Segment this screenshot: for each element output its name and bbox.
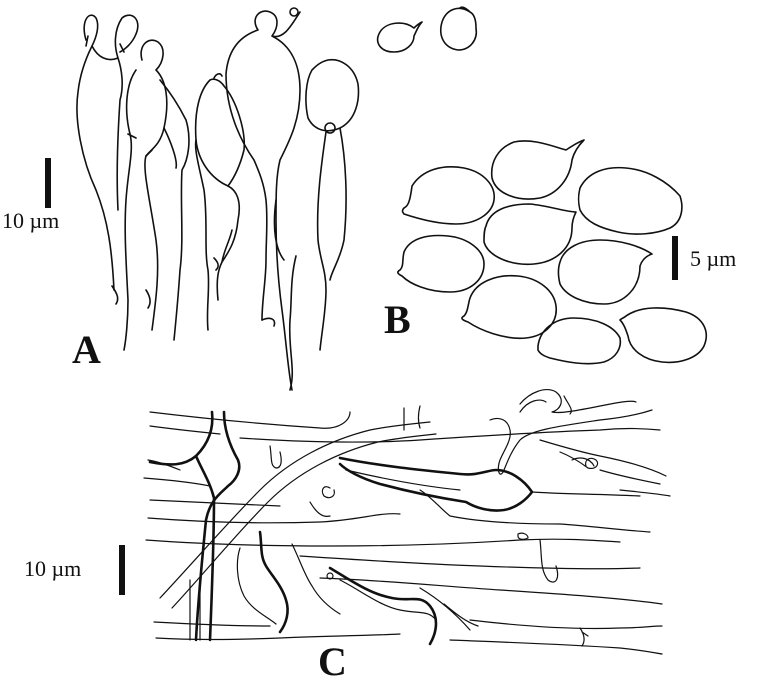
panel-a-scale-bar bbox=[45, 158, 51, 208]
panel-c-scale-label: 10 µm bbox=[24, 556, 82, 581]
hypha-vertical bbox=[148, 410, 214, 466]
spore-9 bbox=[619, 307, 708, 364]
panel-b-scale-bar bbox=[672, 236, 678, 280]
panel-c-drawing bbox=[143, 389, 671, 655]
spore-1 bbox=[490, 139, 585, 200]
spore-8 bbox=[537, 317, 622, 365]
panel-a-drawing bbox=[76, 7, 360, 391]
basidium-3 bbox=[159, 79, 190, 341]
hypha-h1 bbox=[149, 411, 351, 429]
basidium-1 bbox=[76, 14, 139, 291]
panel-a-scale-label: 10 µm bbox=[2, 208, 60, 233]
spore-4 bbox=[483, 203, 577, 266]
spore-small-1 bbox=[376, 21, 423, 53]
panel-c-scale-bar bbox=[119, 545, 125, 595]
panel-b-label: B bbox=[384, 297, 411, 342]
panel-b-drawing bbox=[376, 6, 708, 365]
spore-small-2 bbox=[440, 6, 478, 51]
basidium-2 bbox=[123, 39, 168, 351]
panel-c-label: C bbox=[318, 639, 347, 684]
panel-a-label: A bbox=[72, 327, 101, 372]
spore-6 bbox=[557, 239, 653, 305]
panel-b-scale-label: 5 µm bbox=[690, 246, 737, 271]
inflated-hypha bbox=[338, 456, 534, 512]
spore-3 bbox=[577, 166, 683, 235]
spore-7 bbox=[461, 274, 557, 340]
basidium-6 bbox=[305, 58, 360, 351]
spore-2 bbox=[401, 166, 495, 225]
spore-5 bbox=[397, 234, 485, 293]
basidium-4 bbox=[194, 78, 246, 187]
basidium-5 bbox=[225, 10, 301, 391]
